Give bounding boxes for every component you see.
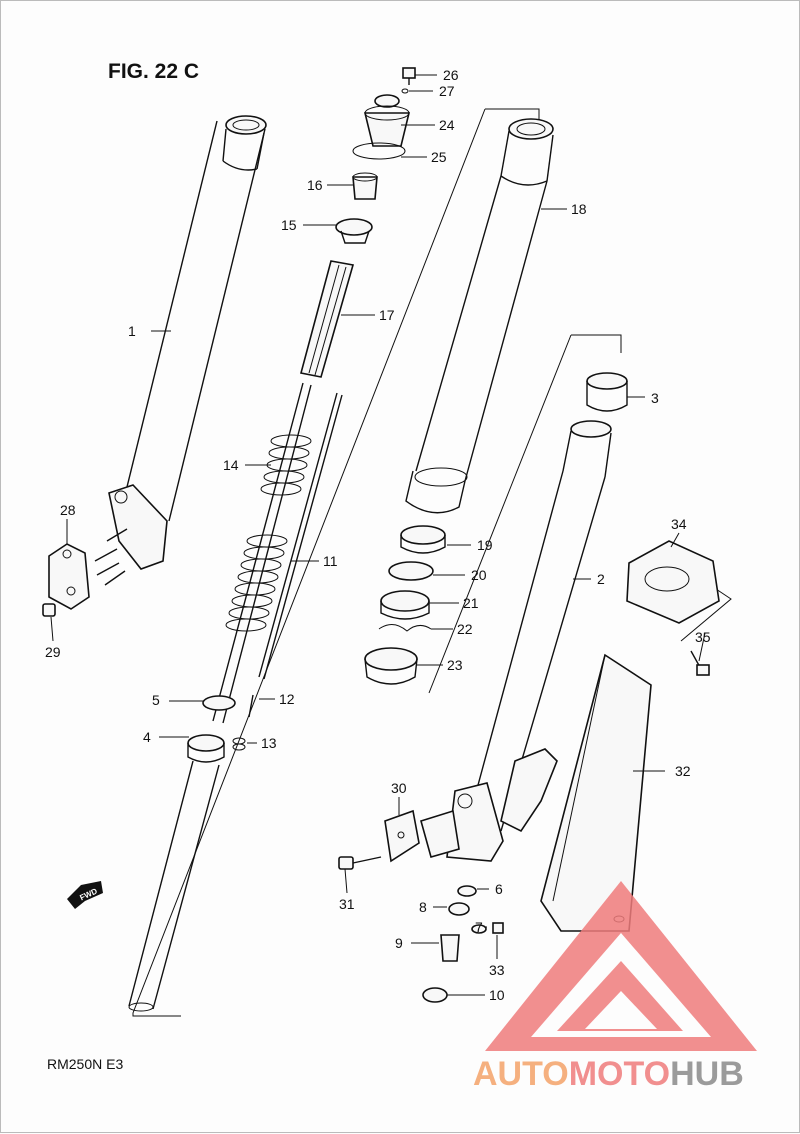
leader-lines (50, 74, 706, 996)
callout-34: 34 (671, 516, 687, 532)
callout-30: 30 (391, 780, 407, 796)
lower-seals (187, 694, 254, 763)
callout-20: 20 (471, 567, 487, 583)
slide-bushing (586, 372, 628, 412)
inner-tube (125, 115, 267, 522)
callout-3: 3 (651, 390, 659, 406)
model-code: RM250N E3 (47, 1056, 123, 1072)
callout-22: 22 (457, 621, 473, 637)
svg-text:AUTOMOTOHUB: AUTOMOTOHUB (473, 1055, 744, 1093)
callout-16: 16 (307, 177, 323, 193)
callout-8: 8 (419, 899, 427, 915)
watermark: AUTOMOTOHUB (473, 881, 757, 1093)
callout-27: 27 (439, 83, 455, 99)
callout-19: 19 (477, 537, 493, 553)
callout-7: 7 (475, 919, 483, 935)
spacer-tube (300, 260, 355, 378)
callout-31: 31 (339, 896, 355, 912)
callout-33: 33 (489, 962, 505, 978)
upper-clamp (626, 540, 720, 676)
fork-spring (212, 382, 312, 724)
callout-24: 24 (439, 117, 455, 133)
callout-11: 11 (323, 553, 338, 569)
fork-lower-leg (446, 420, 612, 862)
watermark-auto: AUTO (473, 1055, 569, 1093)
seal-stack (364, 525, 446, 685)
fwd-arrow-icon: FWD (67, 881, 103, 909)
callout-21: 21 (463, 595, 479, 611)
callout-23: 23 (447, 657, 463, 673)
callout-9: 9 (395, 935, 403, 951)
callout-26: 26 (443, 67, 459, 83)
outer-tube (405, 118, 554, 514)
brake-bracket (338, 809, 460, 870)
callout-6: 6 (495, 881, 503, 897)
watermark-hub: HUB (670, 1055, 744, 1093)
callout-2: 2 (597, 571, 605, 587)
callout-14: 14 (223, 457, 239, 473)
figure-title: FIG. 22 C (108, 60, 199, 83)
callout-18: 18 (571, 201, 587, 217)
spring-collar (335, 172, 378, 244)
callout-1: 1 (128, 323, 136, 339)
adjuster-rod (258, 392, 343, 680)
callout-15: 15 (281, 217, 297, 233)
callouts: 1 2 3 4 5 6 7 8 9 10 11 12 13 14 15 16 1… (45, 67, 711, 1003)
callout-12: 12 (279, 691, 295, 707)
watermark-moto: MOTO (569, 1055, 670, 1093)
fork-cap-assembly (352, 67, 416, 160)
callout-10: 10 (489, 987, 505, 1003)
callout-35: 35 (695, 629, 711, 645)
small-fasteners (422, 885, 504, 1003)
callout-25: 25 (431, 149, 447, 165)
callout-17: 17 (379, 307, 395, 323)
tube-clamp-bracket (42, 484, 168, 617)
callout-4: 4 (143, 729, 151, 745)
callout-13: 13 (261, 735, 277, 751)
callout-5: 5 (152, 692, 160, 708)
callout-32: 32 (675, 763, 691, 779)
callout-28: 28 (60, 502, 76, 518)
fork-guard (540, 653, 652, 932)
damper-cartridge (128, 760, 220, 1012)
callout-29: 29 (45, 644, 61, 660)
